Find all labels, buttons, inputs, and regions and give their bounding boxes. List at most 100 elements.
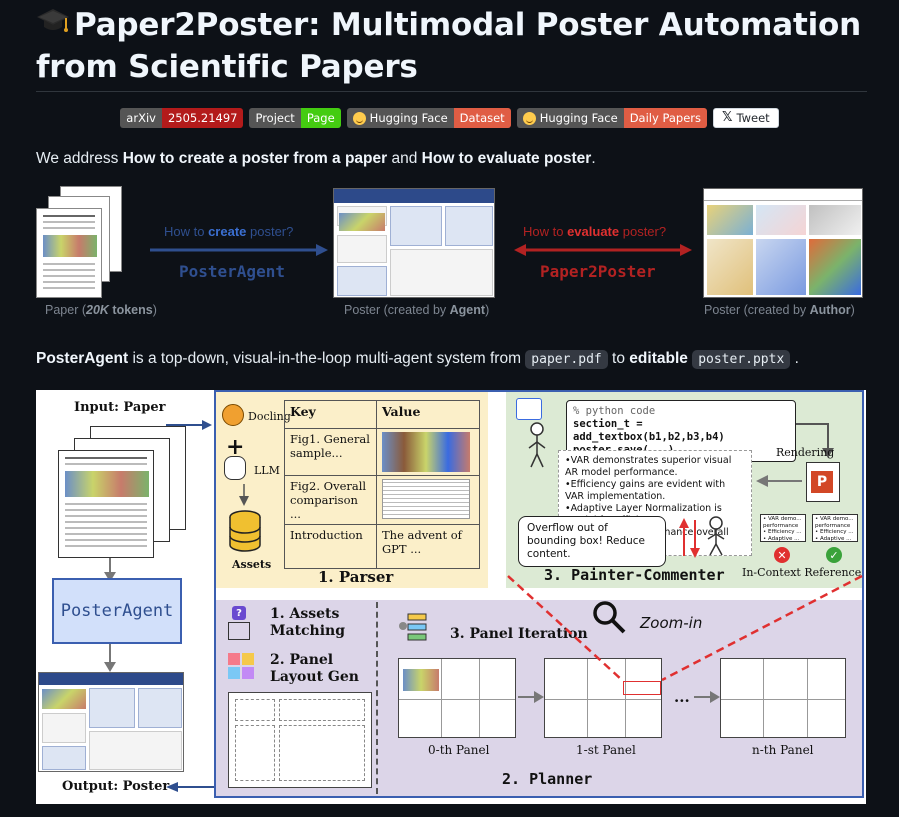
table-cell-key: Fig2. Overall comparison ... <box>285 476 377 525</box>
title-divider <box>36 91 867 92</box>
checklist-icon <box>516 398 542 420</box>
intro-text: . <box>591 150 595 167</box>
workflow-icon <box>398 612 434 642</box>
table-cell-value: The advent of GPT ... <box>377 525 480 569</box>
hf-daily-papers-badge[interactable]: Hugging Face Daily Papers <box>517 108 707 128</box>
assets-matching-label: 1. Assets Matching <box>270 606 350 640</box>
arxiv-badge[interactable]: arXiv 2505.21497 <box>120 108 243 128</box>
panel-layout-gen-label: 2. Panel Layout Gen <box>270 652 360 686</box>
badge-value: Daily Papers <box>624 108 707 128</box>
desc-agent: PosterAgent <box>36 350 128 367</box>
poster-by-close: ) <box>851 303 855 317</box>
input-paper-front <box>58 450 154 558</box>
layout-square-icon <box>228 667 240 679</box>
badge-label-text: Hugging Face <box>370 108 448 128</box>
badge-label: Hugging Face <box>517 108 624 128</box>
commenter-feedback-bubble: Overflow out of bounding box! Reduce con… <box>518 516 666 567</box>
create-arrow-icon <box>150 244 328 256</box>
author-poster-thumbnail <box>703 188 863 298</box>
output-arrow-icon <box>166 780 214 794</box>
magnifier-icon <box>592 600 626 634</box>
pptx-file-icon: P <box>806 462 840 502</box>
table-cell-value <box>377 429 480 476</box>
table-row: Fig1. General sample... <box>285 429 480 476</box>
tweet-button[interactable]: 𝕏 Tweet <box>713 108 779 128</box>
layout-square-icon <box>242 653 254 665</box>
overview-figure: Paper (20K tokens) How to create poster?… <box>36 186 866 326</box>
painter-person-icon <box>528 422 546 468</box>
card-line: • Adaptive ... <box>815 536 855 543</box>
card-line: • Adaptive ... <box>763 536 803 543</box>
resize-arrows-icon <box>678 518 702 558</box>
panel-1 <box>544 658 662 738</box>
output-poster-thumbnail <box>38 672 184 772</box>
bullet-item: •Efficiency gains are evident with VAR i… <box>565 479 745 503</box>
planner-title: 2. Planner <box>502 770 592 788</box>
output-label: Output: Poster <box>62 779 169 794</box>
down-arrow-icon <box>104 644 116 672</box>
code-poster-pptx: poster.pptx <box>692 350 790 369</box>
left-arrow-icon <box>756 474 802 488</box>
badge-value: Page <box>301 108 341 128</box>
badge-label-text: Hugging Face <box>540 108 618 128</box>
pipeline-figure: Input: Paper PosterAgent Output: Poster … <box>36 390 866 804</box>
reference-card-bad: • VAR demo... performance• Efficiency ..… <box>760 514 806 542</box>
panel-0 <box>398 658 516 738</box>
badge-label: Hugging Face <box>347 108 454 128</box>
code-paper-pdf: paper.pdf <box>525 350 607 369</box>
panel-n-label: n-th Panel <box>752 743 814 757</box>
tweet-label: Tweet <box>737 109 770 127</box>
table-row: Fig2. Overall comparison ... <box>285 476 480 525</box>
panel-1-label: 1-st Panel <box>576 743 636 757</box>
table-cell-key: Introduction <box>285 525 377 569</box>
poster-agent-label: PosterAgent <box>179 262 285 281</box>
painter-commenter-title: 3. Painter-Commenter <box>544 566 725 584</box>
evaluate-question: How to evaluate poster? <box>523 224 666 239</box>
agent-poster-caption: Poster (created by Agent) <box>344 303 489 317</box>
intro-paragraph: We address How to create a poster from a… <box>36 150 596 168</box>
paper2poster-label: Paper2Poster <box>540 262 656 281</box>
desc-text: is a top-down, visual-in-the-loop multi-… <box>128 350 525 367</box>
table-header-value: Value <box>377 401 480 429</box>
commenter-person-icon <box>706 516 726 556</box>
panel-0-label: 0-th Panel <box>428 743 489 757</box>
agent-poster-thumbnail <box>333 188 495 298</box>
hugging-face-icon <box>353 112 366 125</box>
poster-by: (created by <box>744 303 810 317</box>
next-arrow-icon <box>694 690 720 704</box>
database-icon <box>228 510 262 552</box>
paper-tokens: 20K <box>86 303 109 317</box>
poster-agent-title: PosterAgent <box>61 601 174 621</box>
question-icon: ? <box>232 606 246 620</box>
q-text: poster? <box>246 224 293 239</box>
card-line: • Efficiency ... <box>763 529 803 536</box>
poster-label: Poster <box>704 303 740 317</box>
project-page-badge[interactable]: Project Page <box>249 108 340 128</box>
badge-value: 2505.21497 <box>162 108 244 128</box>
badge-label: arXiv <box>120 108 162 128</box>
layout-square-icon <box>242 667 254 679</box>
reference-card-good: • VAR demo... performance• Efficiency ..… <box>812 514 858 542</box>
in-context-label: In-Context Reference <box>742 566 861 579</box>
author-poster-caption: Poster (created by Author) <box>704 303 855 317</box>
ellipsis-label: ... <box>674 688 690 706</box>
code-line: % python code <box>573 405 789 418</box>
badge-row: arXiv 2505.21497 Project Page Hugging Fa… <box>0 108 899 128</box>
zoom-in-label: Zoom-in <box>640 614 702 632</box>
assets-table: Key Value Fig1. General sample... Fig2. … <box>284 400 480 569</box>
x-logo-icon: 𝕏 <box>722 109 732 127</box>
zoom-region <box>623 681 661 695</box>
paper-caption: Paper (20K tokens) <box>45 303 157 317</box>
parser-title: 1. Parser <box>318 568 393 586</box>
evaluate-arrow-icon <box>514 244 692 256</box>
hf-dataset-badge[interactable]: Hugging Face Dataset <box>347 108 511 128</box>
panel-n <box>720 658 846 738</box>
card-line: • VAR demo... <box>763 516 803 523</box>
planner-divider <box>376 602 378 794</box>
llm-robot-icon <box>224 456 246 480</box>
intro-question-evaluate: How to evaluate poster <box>422 150 592 167</box>
intro-text: and <box>387 150 421 167</box>
next-arrow-icon <box>518 690 544 704</box>
hugging-face-icon <box>523 112 536 125</box>
title-text: Paper2Poster: Multimodal Poster Automati… <box>36 7 861 85</box>
